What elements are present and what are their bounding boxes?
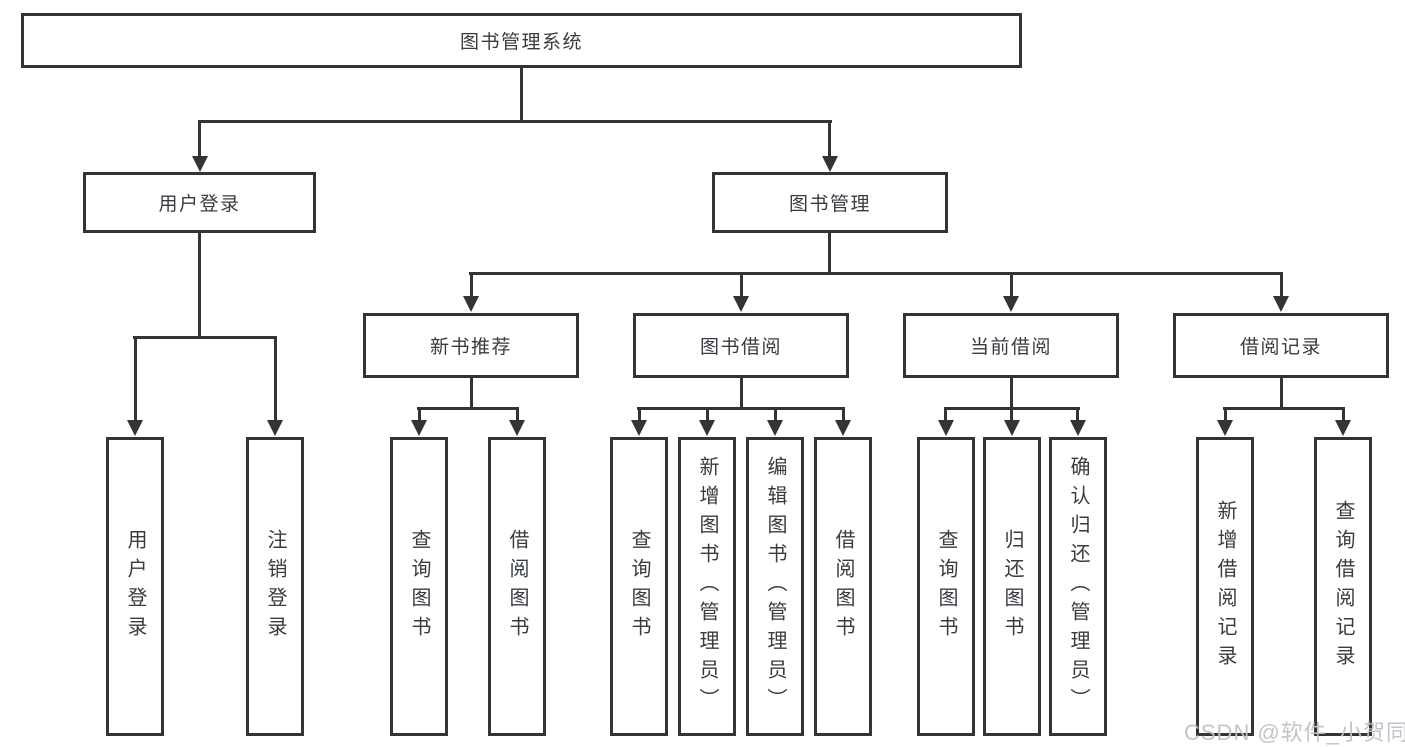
connector-root-bar <box>198 120 832 123</box>
connector-drop <box>274 338 277 421</box>
leaf-label: 新增图书（管理员） <box>696 456 718 717</box>
leaf-user-login: 用户登录 <box>106 437 164 736</box>
arrowhead-down-icon <box>699 420 715 436</box>
leaf-label: 确认归还（管理员） <box>1067 456 1089 717</box>
connector-drop <box>134 338 137 421</box>
leaf-label: 新增借阅记录 <box>1214 499 1236 674</box>
arrowhead-down-icon <box>1273 296 1289 312</box>
leaf-confirm-return-admin: 确认归还（管理员） <box>1049 437 1107 736</box>
connector-drop <box>470 274 473 297</box>
connector-drop <box>1010 409 1013 421</box>
arrowhead-down-icon <box>267 420 283 436</box>
connector-drop <box>1342 409 1345 421</box>
arrowhead-down-icon <box>1335 420 1351 436</box>
arrowhead-down-icon <box>835 420 851 436</box>
connector-drop <box>740 274 743 297</box>
leaf-label: 查询图书 <box>408 528 430 645</box>
node-label: 图书管理 <box>788 194 871 215</box>
connector-bar <box>944 407 1080 410</box>
connector-drop <box>944 409 947 421</box>
leaf-label: 注销登录 <box>264 528 286 645</box>
connector-drop <box>1280 274 1283 297</box>
arrowhead-down-icon <box>509 420 525 436</box>
arrowhead-down-icon <box>411 420 427 436</box>
arrowhead-down-icon <box>463 296 479 312</box>
leaf-label: 借阅图书 <box>506 528 528 645</box>
leaf-borrow-books: 借阅图书 <box>814 437 872 736</box>
leaf-query-books-recommend: 查询图书 <box>390 437 448 736</box>
leaf-return-books: 归还图书 <box>983 437 1041 736</box>
node-book-borrow: 图书借阅 <box>633 313 849 378</box>
arrowhead-down-icon <box>1217 420 1233 436</box>
connector-stem <box>1280 378 1283 408</box>
leaf-query-borrow-record: 查询借阅记录 <box>1314 437 1372 736</box>
leaf-label: 借阅图书 <box>832 528 854 645</box>
leaf-label: 用户登录 <box>124 528 146 645</box>
connector-drop <box>1224 409 1227 421</box>
node-current-borrow: 当前借阅 <box>903 313 1119 378</box>
node-book-management: 图书管理 <box>712 172 948 233</box>
leaf-query-books-current: 查询图书 <box>917 437 975 736</box>
connector-drop <box>828 122 831 157</box>
connector-drop <box>774 409 777 421</box>
connector-bar <box>637 407 845 410</box>
connector-drop <box>418 409 421 421</box>
connector-stem <box>1010 378 1013 408</box>
leaf-label: 查询图书 <box>628 528 650 645</box>
arrowhead-down-icon <box>1070 420 1086 436</box>
arrowhead-down-icon <box>938 420 954 436</box>
leaf-label: 查询图书 <box>935 528 957 645</box>
leaf-label: 归还图书 <box>1001 528 1023 645</box>
connector-bar <box>417 407 519 410</box>
arrowhead-down-icon <box>733 296 749 312</box>
arrowhead-down-icon <box>127 420 143 436</box>
leaf-logout: 注销登录 <box>246 437 304 736</box>
arrowhead-down-icon <box>767 420 783 436</box>
connector-drop <box>706 409 709 421</box>
arrowhead-down-icon <box>631 420 647 436</box>
connector-user-login-bar <box>133 336 277 339</box>
arrowhead-down-icon <box>1004 420 1020 436</box>
node-label: 图书借阅 <box>699 337 782 358</box>
csdn-watermark: CSDN @软件_小贺同学 <box>1184 720 1405 745</box>
arrowhead-down-icon <box>822 156 838 172</box>
connector-stem <box>470 378 473 408</box>
node-label: 当前借阅 <box>969 337 1052 358</box>
node-label: 图书管理系统 <box>459 32 583 53</box>
connector-drop <box>198 122 201 157</box>
leaf-add-books-admin: 新增图书（管理员） <box>678 437 736 736</box>
leaf-label: 编辑图书（管理员） <box>764 456 786 717</box>
node-new-book-recommend: 新书推荐 <box>363 313 579 378</box>
connector-drop <box>1076 409 1079 421</box>
arrowhead-down-icon <box>192 156 208 172</box>
connector-user-login-stem <box>198 233 201 338</box>
connector-root-stem <box>520 68 523 122</box>
connector-book-mgmt-bar <box>469 272 1283 275</box>
connector-stem <box>740 378 743 408</box>
connector-drop <box>842 409 845 421</box>
node-library-management-system: 图书管理系统 <box>21 13 1022 68</box>
node-label: 用户登录 <box>158 194 241 215</box>
node-user-login: 用户登录 <box>83 172 316 233</box>
leaf-add-borrow-record: 新增借阅记录 <box>1196 437 1254 736</box>
connector-bar <box>1223 407 1345 410</box>
connector-book-mgmt-stem <box>828 233 831 274</box>
leaf-query-books-borrow: 查询图书 <box>610 437 668 736</box>
connector-drop <box>1010 274 1013 297</box>
leaf-label: 查询借阅记录 <box>1332 499 1354 674</box>
node-borrow-record: 借阅记录 <box>1173 313 1389 378</box>
leaf-edit-books-admin: 编辑图书（管理员） <box>746 437 804 736</box>
connector-drop <box>638 409 641 421</box>
leaf-borrow-books-recommend: 借阅图书 <box>488 437 546 736</box>
connector-drop <box>516 409 519 421</box>
arrowhead-down-icon <box>1003 296 1019 312</box>
node-label: 借阅记录 <box>1239 337 1322 358</box>
node-label: 新书推荐 <box>429 337 512 358</box>
